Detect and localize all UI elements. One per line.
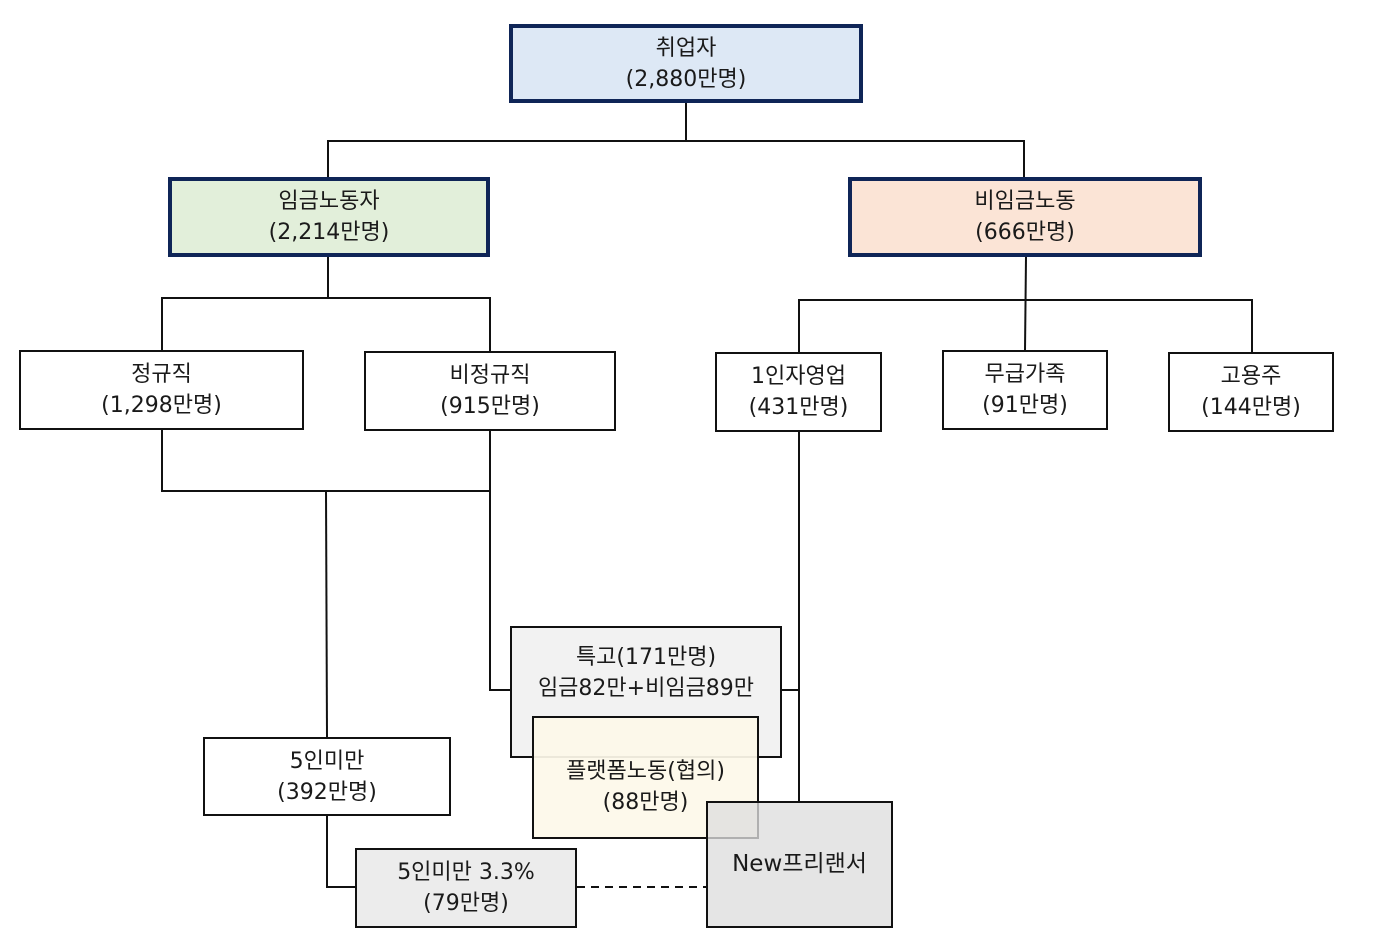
node-label: 1인자영업 (751, 364, 846, 389)
edge-nonwage-branch (798, 299, 1253, 352)
node-platform-labor: 플랫폼노동(협의) (88만명) (532, 716, 759, 839)
node-irregular: 비정규직 (915만명) (364, 351, 616, 431)
node-wage-workers: 임금노동자 (2,214만명) (168, 177, 490, 257)
node-value: (2,214만명) (268, 220, 390, 245)
edge-root-branch (327, 140, 1025, 177)
node-label: 특고(171만명) (575, 645, 717, 670)
node-label: 취업자 (655, 35, 717, 61)
node-value: (431만명) (748, 395, 849, 420)
node-label: 정규직 (131, 362, 192, 387)
edge-under5-to-sub (326, 816, 355, 888)
node-regular: 정규직 (1,298만명) (19, 350, 304, 430)
node-value: (915만명) (440, 394, 540, 419)
node-label: New프리랜서 (732, 851, 867, 877)
node-value: (2,880만명) (625, 66, 747, 92)
node-label: 5인미만 3.3% (397, 860, 535, 885)
node-new-freelancer: New프리랜서 (706, 801, 893, 928)
node-label: 임금노동자 (278, 189, 380, 214)
node-value: (1,298만명) (101, 393, 222, 418)
node-label: 비정규직 (449, 363, 531, 388)
edge-regular-irregular-merge (161, 430, 490, 492)
node-employed-total: 취업자 (2,880만명) (509, 24, 863, 103)
node-value: (79만명) (423, 891, 509, 916)
node-value: (91만명) (982, 393, 1068, 418)
node-self-employed: 1인자영업 (431만명) (715, 352, 882, 432)
node-unpaid-family: 무급가족 (91만명) (942, 350, 1108, 430)
node-value: (144만명) (1201, 395, 1301, 420)
edge-merge-to-under5 (325, 490, 328, 738)
node-value: 임금82만+비임금89만 (537, 676, 755, 701)
node-label: 비임금노동 (974, 189, 1076, 214)
node-label: 플랫폼노동(협의) (566, 759, 725, 784)
node-non-wage: 비임금노동 (666만명) (848, 177, 1202, 257)
edge-wage-branch (161, 297, 491, 351)
node-employer: 고용주 (144만명) (1168, 352, 1334, 432)
node-value: (666만명) (975, 220, 1075, 245)
edge-nonwage-stem (1024, 256, 1027, 351)
node-value: (392만명) (277, 779, 377, 805)
node-label: 무급가족 (984, 362, 1066, 387)
node-under-5-subset: 5인미만 3.3% (79만명) (355, 848, 577, 928)
node-value: (88만명) (602, 790, 689, 815)
edge-irregular-to-special (489, 431, 510, 691)
node-under-5: 5인미만 (392만명) (203, 737, 451, 816)
node-label: 5인미만 (289, 748, 365, 774)
node-label: 고용주 (1220, 364, 1282, 389)
